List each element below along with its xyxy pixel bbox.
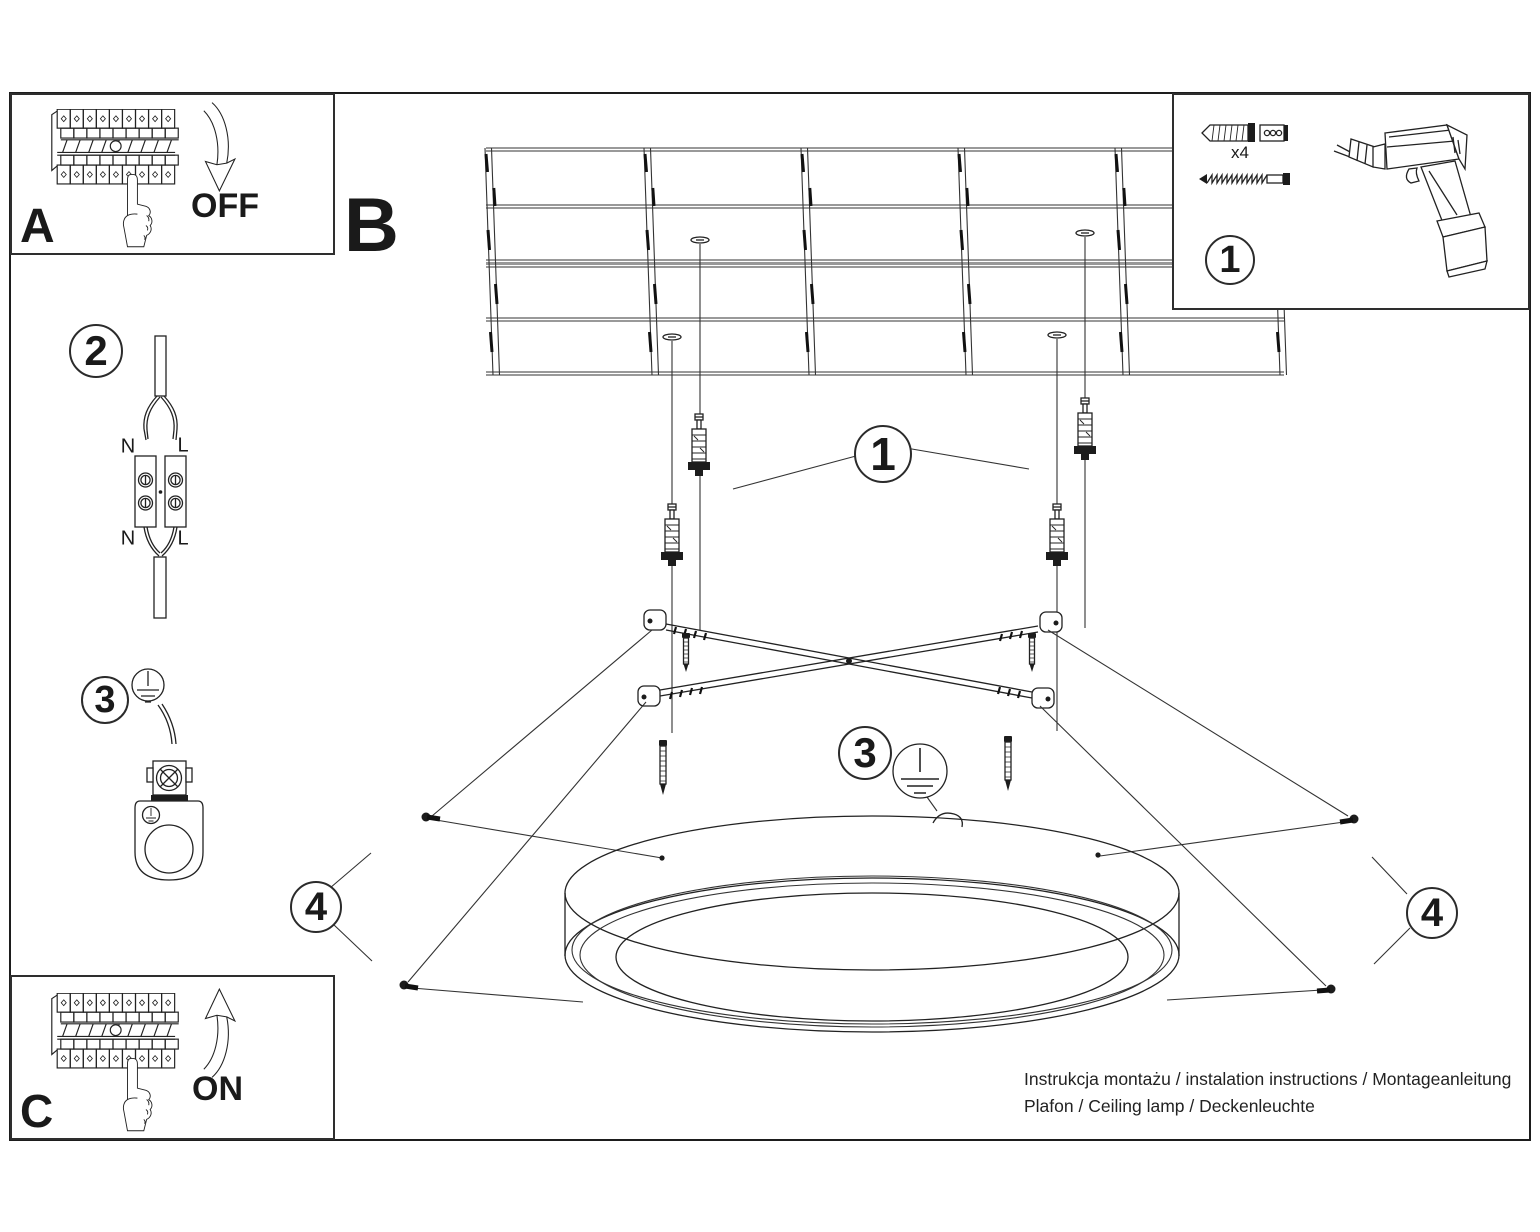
section-label-c: C xyxy=(20,1085,54,1137)
ceiling-lamp-drawing xyxy=(564,815,1180,1033)
wiring-terminal-diagram xyxy=(134,335,187,619)
parts-illustration xyxy=(1199,123,1488,278)
power-off-illustration xyxy=(12,102,236,248)
power-drill-icon xyxy=(1333,123,1488,278)
terminal-label-n-bottom: N xyxy=(120,527,136,550)
terminal-label-l-top: L xyxy=(177,434,189,457)
rim-screw-icon xyxy=(399,812,1359,994)
callout-leader-lines xyxy=(329,447,1411,965)
cross-mounting-bracket xyxy=(637,609,1063,709)
curved-arrow-down-icon xyxy=(203,102,236,192)
mounting-holes xyxy=(662,229,1095,341)
earth-ground-symbol xyxy=(892,743,948,799)
drawing-frame xyxy=(9,92,1531,1141)
callout-step1-parts: 1 xyxy=(1205,235,1255,285)
wall-plug-icon xyxy=(1201,123,1288,142)
callout-step4-right: 4 xyxy=(1406,887,1458,939)
callout-step3-ground-left: 3 xyxy=(81,676,129,724)
terminal-label-n-top: N xyxy=(120,435,136,458)
section-label-b: B xyxy=(344,183,399,268)
panel-power-off xyxy=(10,93,335,255)
callout-step1-anchors: 1 xyxy=(854,425,912,483)
curved-arrow-up-icon xyxy=(203,988,236,1078)
breaker-on-label: ON xyxy=(192,1070,243,1108)
lamp-fixing-lines xyxy=(399,629,1359,1003)
section-label-a: A xyxy=(20,200,55,253)
footer-line-product: Plafon / Ceiling lamp / Deckenleuchte xyxy=(1024,1095,1315,1116)
callout-step4-left: 4 xyxy=(290,881,342,933)
screw-icon xyxy=(1199,172,1290,186)
footer-line-instructions: Instrukcja montażu / instalation instruc… xyxy=(1024,1069,1512,1089)
breaker-off-label: OFF xyxy=(191,187,259,225)
footer-captions: Instrukcja montażu / instalation instruc… xyxy=(1024,1066,1511,1119)
ground-wire-hook xyxy=(932,812,963,828)
power-on-illustration xyxy=(12,988,236,1132)
callout-step2-wiring: 2 xyxy=(69,324,123,378)
ceiling-panels-drawing xyxy=(483,146,1288,377)
callout-step3-ground-main: 3 xyxy=(838,726,892,780)
panel-power-on xyxy=(10,975,335,1140)
ground-clamp-diagram xyxy=(131,668,204,881)
anchor-quantity-label: x4 xyxy=(1231,143,1249,162)
terminal-label-l-bottom: L xyxy=(177,527,189,550)
